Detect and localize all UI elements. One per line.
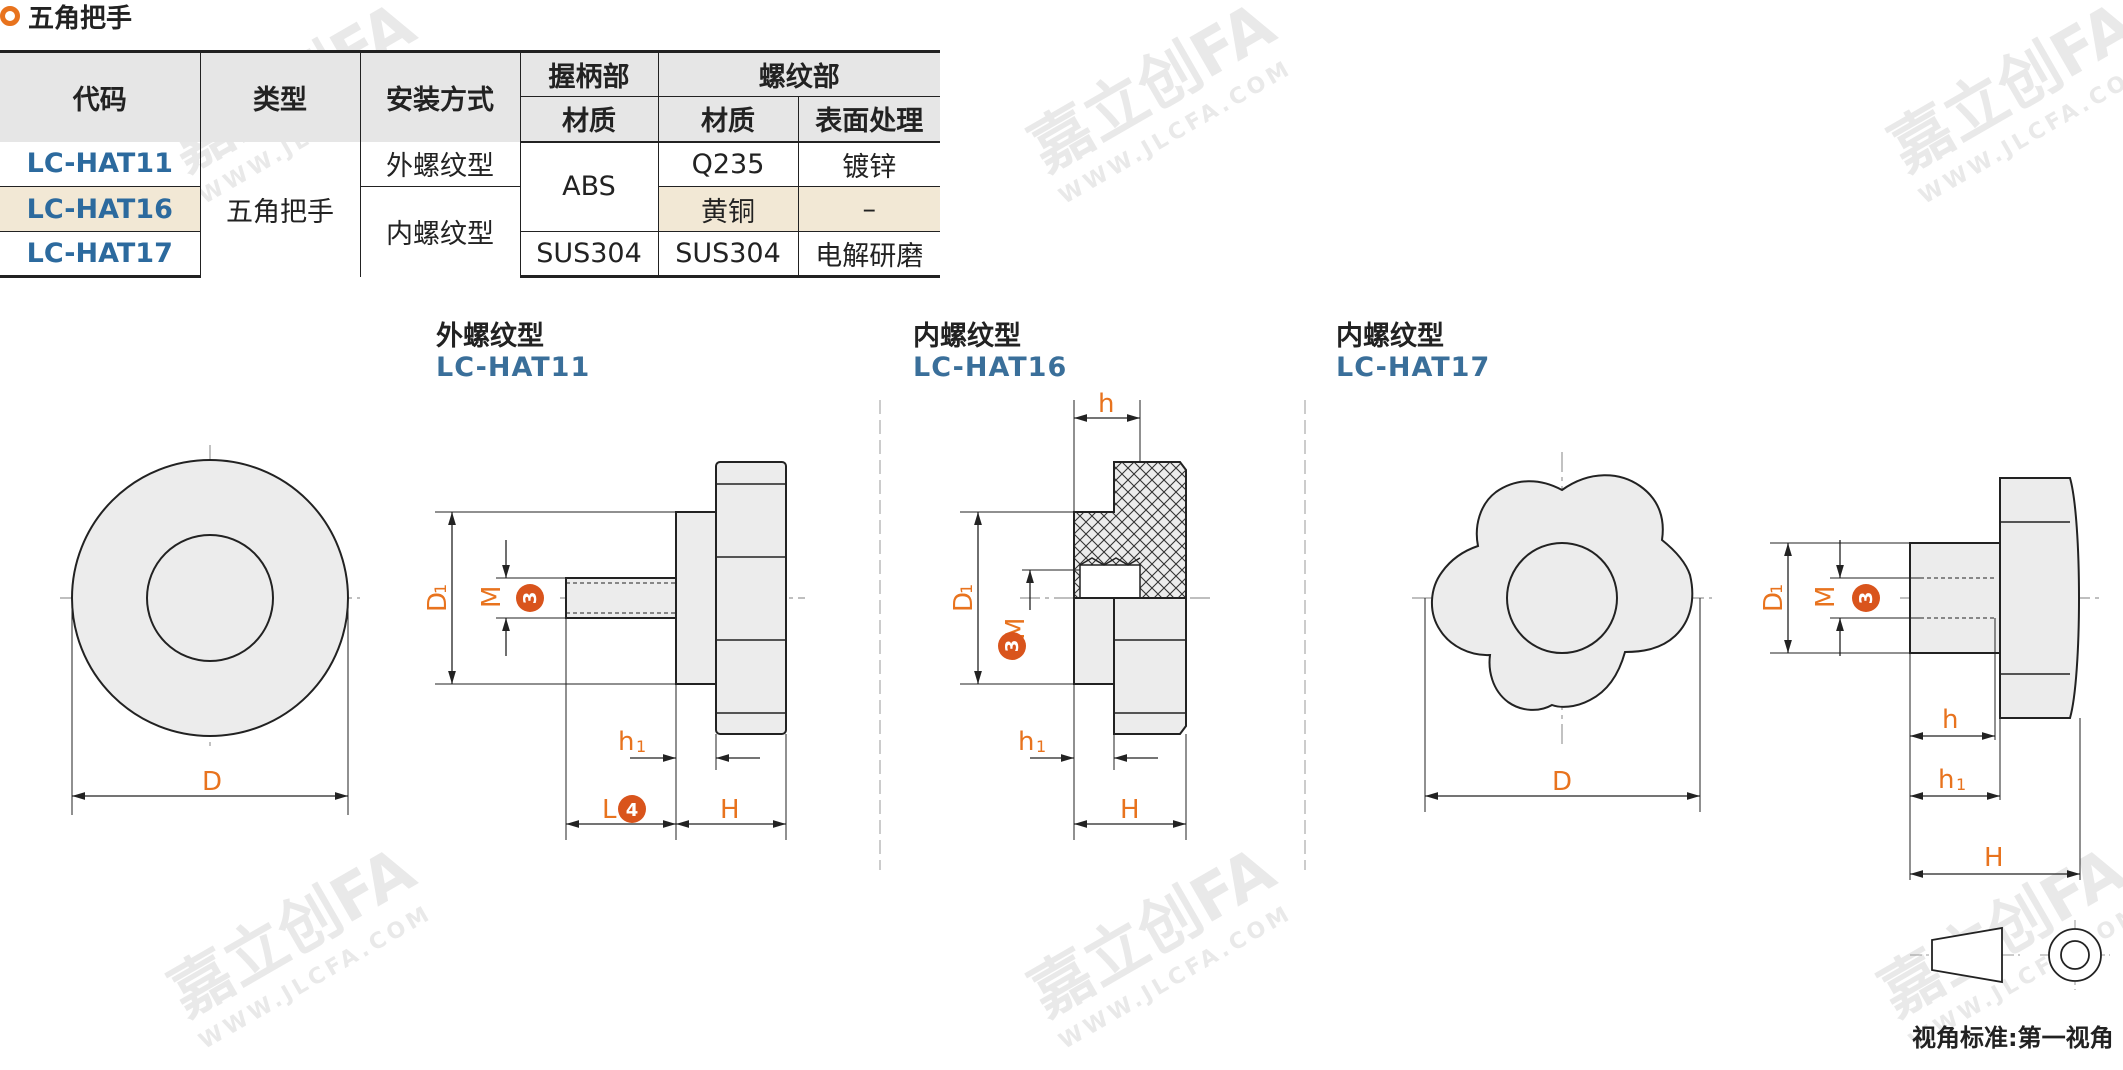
- hat11-code-label: LC-HAT11: [436, 352, 591, 383]
- hat17-type-label: 内螺纹型: [1336, 321, 1444, 352]
- hat11-side-view: D 1 M 3 h 1 L 4 H: [423, 461, 805, 840]
- dim-d-label: D: [1552, 767, 1572, 797]
- hat16-type-label: 内螺纹型: [913, 321, 1021, 352]
- header-code: 代码: [0, 50, 201, 142]
- dim-h1-label: h: [1018, 727, 1034, 757]
- first-angle-projection-icon: [1910, 920, 2110, 990]
- dim-d-label: D: [202, 767, 222, 797]
- cell-type: 五角把手: [199, 141, 361, 277]
- badge-3-icon: [1852, 584, 1880, 612]
- cell-surface-polish: 电解研磨: [797, 231, 940, 278]
- dim-l-label: L: [602, 795, 617, 825]
- dim-h-label: H: [1984, 843, 2004, 873]
- badge-3-label: 3: [520, 592, 541, 605]
- cell-mount-external: 外螺纹型: [359, 141, 521, 187]
- header-type: 类型: [199, 50, 361, 142]
- cell-thread-sus: SUS304: [657, 231, 799, 278]
- page-title: 五角把手: [28, 3, 133, 34]
- dim-h1-subscript: 1: [1036, 737, 1046, 756]
- table-row: LC-HAT17 SUS304 SUS304 电解研磨: [0, 231, 940, 278]
- badge-4-icon: [618, 795, 646, 823]
- header-grip: 握柄部: [519, 50, 659, 97]
- hat17-code-label: LC-HAT17: [1336, 352, 1491, 383]
- header-mount: 安装方式: [359, 50, 521, 142]
- cell-grip-abs: ABS: [519, 141, 659, 232]
- dim-d1-label: D: [423, 592, 453, 612]
- dim-h1-subscript: 1: [636, 737, 646, 756]
- badge-4-label: 4: [626, 800, 639, 821]
- hat17-side-view: D 1 M 3 h h 1 H: [1759, 477, 2100, 880]
- dim-m-label: M: [477, 586, 507, 608]
- dim-h-label: H: [1120, 795, 1140, 825]
- dim-h-label: h: [1942, 705, 1958, 735]
- cell-thread-q235: Q235: [657, 141, 799, 187]
- circle-bullet-icon: [0, 6, 20, 26]
- hat17-front-view: D: [1412, 452, 1712, 812]
- hat16-section-view: h D 1 M 3 h 1 H: [949, 389, 1210, 840]
- cell-code: LC-HAT16: [0, 186, 201, 232]
- dim-d1-label: D: [949, 592, 979, 612]
- hat11-type-label: 外螺纹型: [436, 321, 544, 352]
- cell-grip-sus: SUS304: [519, 231, 659, 278]
- dim-h1-label: h: [1938, 765, 1954, 795]
- view-standard-label: 视角标准:第一视角: [1912, 1024, 2114, 1052]
- dim-h1-subscript: 1: [1956, 775, 1966, 794]
- table-row: LC-HAT11 五角把手 外螺纹型 ABS Q235 镀锌: [0, 141, 940, 277]
- section-title: 五角把手: [0, 0, 133, 34]
- cell-surface-zinc: 镀锌: [797, 141, 940, 187]
- header-grip-material: 材质: [520, 96, 659, 143]
- dim-m-label: M: [1811, 586, 1841, 608]
- dim-h1-label: h: [618, 727, 634, 757]
- hat16-code-label: LC-HAT16: [913, 352, 1068, 383]
- header-thread-material: 材质: [657, 96, 799, 143]
- table-row: LC-HAT16 内螺纹型 黄铜 –: [0, 186, 940, 277]
- badge-3-icon: [998, 632, 1026, 660]
- dim-h-label: H: [720, 795, 740, 825]
- dim-d1-label: D: [1759, 592, 1789, 612]
- header-thread-surface: 表面处理: [797, 96, 940, 143]
- header-thread: 螺纹部: [657, 50, 940, 97]
- cell-code: LC-HAT11: [0, 141, 201, 187]
- badge-3-label: 3: [1856, 592, 1877, 605]
- cell-mount-internal: 内螺纹型: [359, 186, 521, 277]
- cell-code: LC-HAT17: [0, 231, 201, 278]
- dim-d1-subscript: 1: [957, 584, 976, 594]
- dim-h-label: h: [1098, 389, 1114, 419]
- cell-surface-none: –: [797, 186, 940, 232]
- dim-d1-subscript: 1: [1767, 584, 1786, 594]
- dim-d1-subscript: 1: [431, 584, 450, 594]
- badge-3-label: 3: [1002, 640, 1023, 653]
- hat11-front-view: D: [60, 445, 360, 815]
- spec-table: 代码 类型 安装方式 握柄部 螺纹部 材质 材质 表面处理 LC-HAT11 五…: [0, 50, 940, 278]
- badge-3-icon: [516, 584, 544, 612]
